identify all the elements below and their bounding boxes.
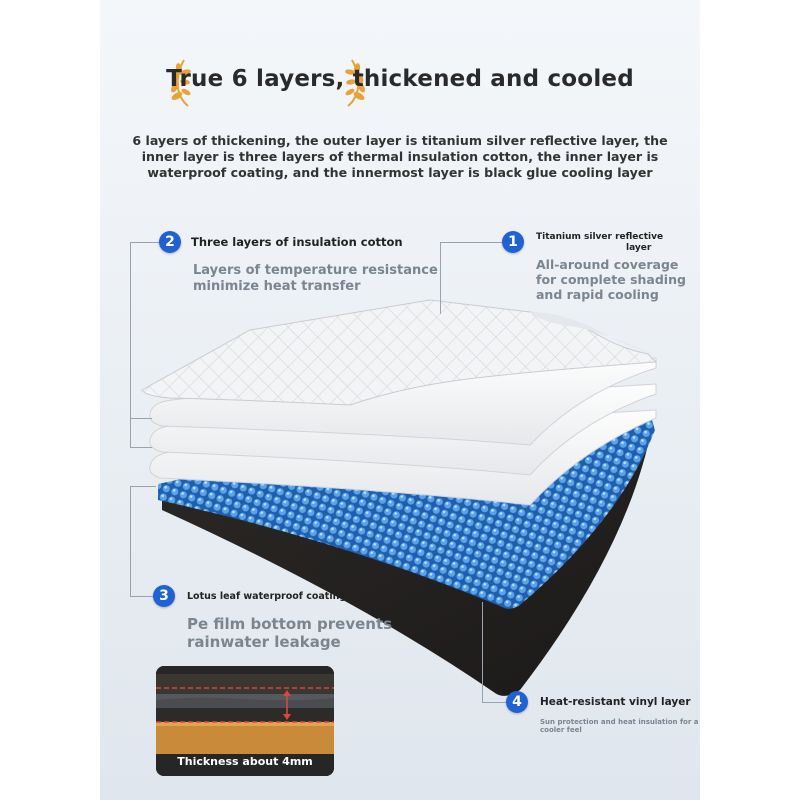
reflective-layer bbox=[141, 299, 658, 406]
leader-line-2-tick-b bbox=[130, 447, 152, 448]
leader-line-1 bbox=[440, 242, 506, 243]
leader-line-3-foot bbox=[130, 596, 154, 597]
laurel-left-icon bbox=[171, 59, 191, 107]
callout-desc-4b: cooler feel bbox=[540, 726, 582, 734]
callout-desc-3a: Pe film bottom prevents bbox=[187, 615, 393, 633]
leader-line-2 bbox=[130, 242, 160, 243]
callout-desc-1a: All-around coverage bbox=[536, 257, 679, 272]
callout-label-3: Lotus leaf waterproof coating bbox=[187, 591, 347, 602]
page-title: True 6 layers, thickened and cooled bbox=[166, 66, 634, 92]
callout-label-1: Titanium silver reflective bbox=[536, 232, 664, 242]
thickness-thumbnail: Thickness about 4mm bbox=[156, 666, 334, 776]
leader-line-3 bbox=[130, 486, 156, 487]
callout-desc-3b: rainwater leakage bbox=[187, 633, 341, 651]
leader-line-2-tick-a bbox=[130, 418, 152, 419]
intro-text: 6 layers of thickening, the outer layer … bbox=[132, 133, 668, 180]
callout-desc-1c: and rapid cooling bbox=[536, 287, 659, 302]
thickness-caption: Thickness about 4mm bbox=[177, 755, 313, 768]
callout-desc-2b: minimize heat transfer bbox=[193, 279, 361, 294]
leader-line-2-drop bbox=[130, 242, 131, 448]
layer-illustration bbox=[141, 299, 658, 696]
callout-badge-2: 2 bbox=[159, 231, 181, 253]
callout-badge-1: 1 bbox=[502, 231, 524, 253]
thickness-photo bbox=[156, 666, 334, 776]
callout-label-2: Three layers of insulation cotton bbox=[191, 235, 403, 249]
callout-desc-1b: for complete shading bbox=[536, 272, 686, 287]
laurel-right-icon bbox=[345, 59, 365, 107]
leader-line-4 bbox=[482, 602, 483, 702]
callout-label-4: Heat-resistant vinyl layer bbox=[540, 696, 691, 708]
leader-line-1-drop bbox=[440, 242, 441, 314]
callout-badge-3: 3 bbox=[153, 585, 175, 607]
callout-label-1b: layer bbox=[626, 243, 652, 253]
callout-desc-2a: Layers of temperature resistance bbox=[193, 263, 438, 278]
callout-badge-4: 4 bbox=[506, 691, 528, 713]
cotton-layer-1 bbox=[149, 357, 657, 446]
leader-line-4-foot bbox=[482, 702, 506, 703]
callout-desc-4a: Sun protection and heat insulation for a bbox=[540, 718, 699, 726]
info-panel: True 6 layers, thickened and cooled 6 la… bbox=[100, 0, 700, 800]
leader-line-3-drop bbox=[130, 486, 131, 596]
